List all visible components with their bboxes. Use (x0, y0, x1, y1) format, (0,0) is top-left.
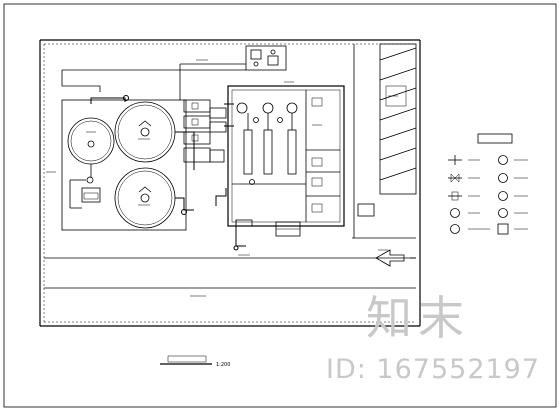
entrance-arrow (375, 249, 416, 267)
scale-label: 1:200 (216, 362, 230, 368)
pump-units (236, 102, 298, 185)
small-tank (67, 117, 115, 178)
treatment-yard (61, 99, 187, 231)
large-tank-upper (114, 101, 176, 163)
large-tank-lower (114, 167, 176, 229)
watermark-id: ID: 167552197 (326, 354, 541, 385)
yard-pipes (90, 95, 195, 215)
pump-house (227, 85, 345, 237)
parking-area (379, 43, 417, 195)
building-rooms (311, 97, 375, 217)
cad-label-marks (46, 59, 398, 297)
dosing-units (69, 176, 101, 209)
equipment-blocks (183, 99, 227, 163)
drawing-title-block (160, 355, 212, 365)
building-pipes (215, 103, 246, 251)
drawing-frame (3, 3, 557, 408)
site-boundary-wall (39, 39, 421, 327)
legend (448, 133, 528, 235)
site-roads (44, 44, 416, 289)
control-box (245, 45, 287, 71)
pipeline-top (61, 63, 246, 100)
watermark-logo: 知末 (366, 291, 470, 345)
